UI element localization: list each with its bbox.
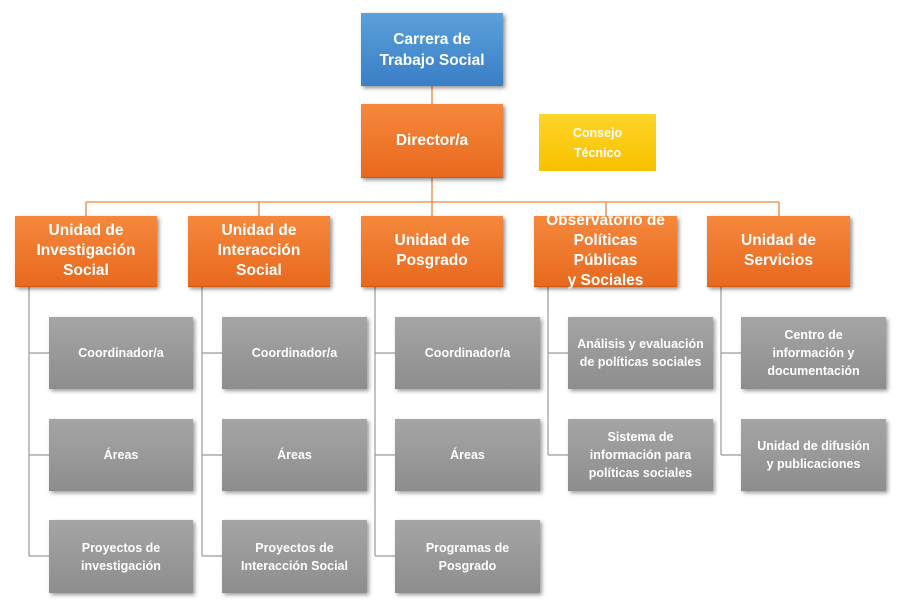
sub-node-label: Proyectos de Interacción Social	[241, 540, 348, 573]
sub-node-programas[interactable]: Programas de Posgrado	[395, 520, 540, 593]
sub-node-sistema[interactable]: Sistema de información para políticas so…	[568, 419, 713, 491]
sub-node-label: Sistema de información para políticas so…	[588, 430, 693, 480]
sub-node-areas[interactable]: Áreas	[395, 419, 540, 491]
root-node-label: Carrera de Trabajo Social	[379, 30, 485, 69]
sub-node-label: Unidad de difusión y publicaciones	[757, 439, 870, 471]
sub-node-centro[interactable]: Centro de información y documentación	[741, 317, 886, 389]
unit-node-label: Unidad de Investigación Social	[36, 222, 136, 279]
sub-node-proyectos[interactable]: Proyectos de Interacción Social	[222, 520, 367, 593]
sub-node-label: Coordinador/a	[78, 346, 164, 360]
director-node[interactable]: Director/a	[361, 104, 503, 178]
sub-node-coordinador[interactable]: Coordinador/a	[222, 317, 367, 389]
unit-node-label: Unidad de Posgrado	[394, 232, 470, 269]
sub-node-label: Centro de información y documentación	[767, 328, 860, 378]
unit-node-observatorio[interactable]: Observatorio de Políticas Públicas y Soc…	[534, 212, 677, 289]
sub-node-label: Áreas	[450, 448, 485, 462]
sub-node-analisis[interactable]: Análisis y evaluación de políticas socia…	[568, 317, 713, 389]
sub-node-label: Áreas	[103, 448, 139, 462]
council-node-label: Consejo Técnico	[572, 125, 623, 160]
unit-node-investigacion[interactable]: Unidad de Investigación Social	[15, 216, 157, 287]
unit-node-posgrado[interactable]: Unidad de Posgrado	[361, 216, 503, 287]
sub-node-label: Coordinador/a	[424, 346, 511, 360]
sub-node-label: Proyectos de investigación	[81, 540, 161, 573]
root-node[interactable]: Carrera de Trabajo Social	[361, 13, 503, 86]
sub-node-label: Coordinador/a	[251, 346, 338, 360]
council-node[interactable]: Consejo Técnico	[539, 114, 656, 171]
unit-node-label: Unidad de Servicios	[741, 232, 816, 269]
sub-node-areas[interactable]: Áreas	[49, 419, 193, 491]
sub-node-proyectos[interactable]: Proyectos de investigación	[49, 520, 193, 593]
sub-node-difusion[interactable]: Unidad de difusión y publicaciones	[741, 419, 886, 491]
sub-node-label: Programas de Posgrado	[425, 540, 510, 573]
unit-node-interaccion[interactable]: Unidad de Interacción Social	[188, 216, 330, 287]
director-node-label: Director/a	[395, 131, 469, 149]
sub-node-label: Áreas	[277, 448, 312, 462]
sub-node-coordinador[interactable]: Coordinador/a	[395, 317, 540, 389]
sub-node-areas[interactable]: Áreas	[222, 419, 367, 491]
unit-node-label: Observatorio de Políticas Públicas y Soc…	[546, 212, 665, 289]
sub-node-label: Análisis y evaluación de políticas socia…	[577, 337, 704, 369]
sub-node-coordinador[interactable]: Coordinador/a	[49, 317, 193, 389]
unit-node-label: Unidad de Interacción Social	[217, 222, 301, 279]
unit-node-servicios[interactable]: Unidad de Servicios	[707, 216, 850, 287]
